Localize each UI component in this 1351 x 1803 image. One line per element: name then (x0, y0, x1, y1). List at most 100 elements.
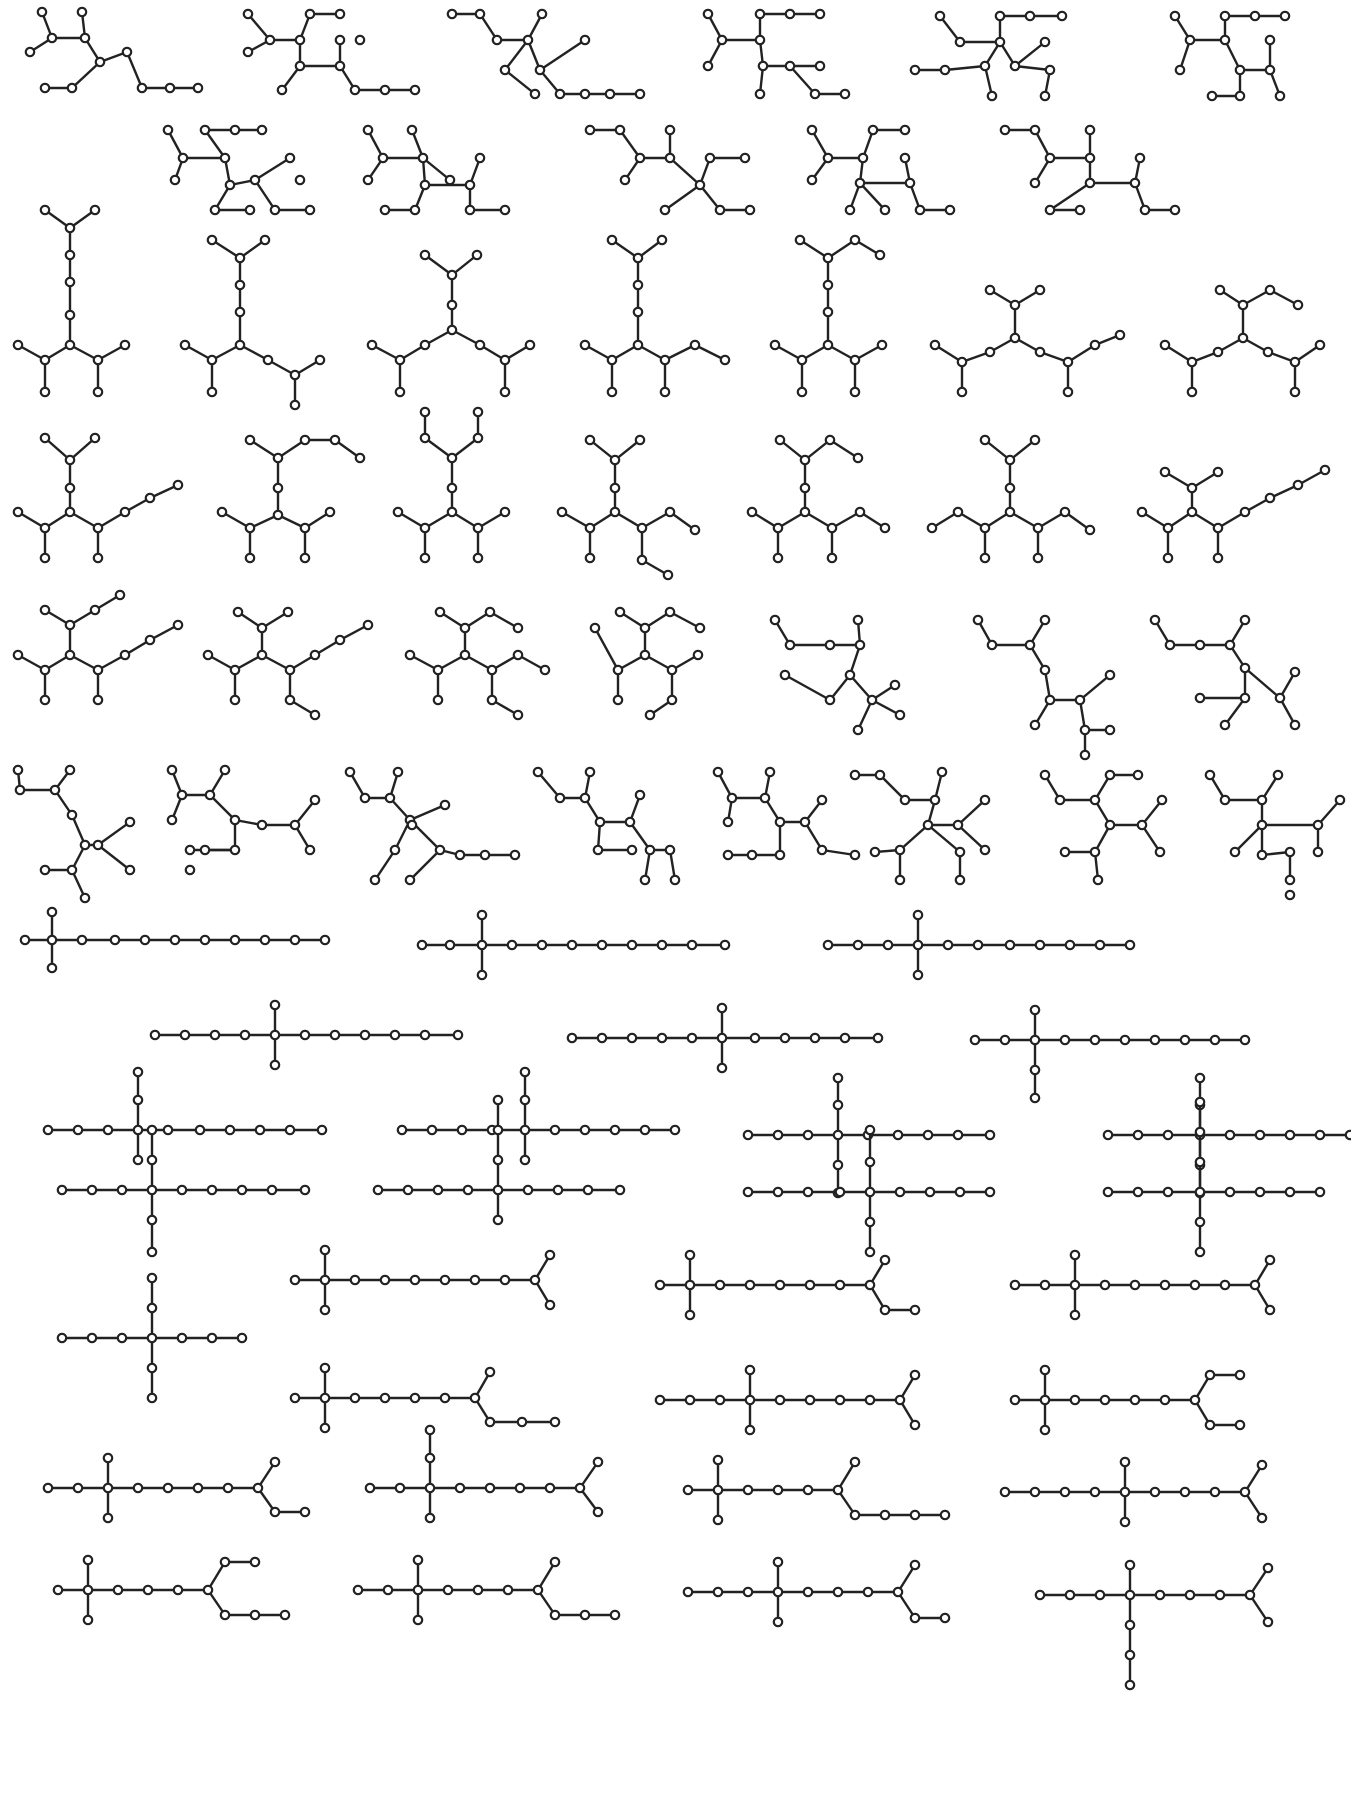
tree-node (1119, 1456, 1131, 1468)
tree-node (584, 434, 596, 446)
tree-node (454, 849, 466, 861)
tree-r5-3 (404, 606, 551, 721)
tree-node (476, 939, 488, 951)
tree-node (192, 82, 204, 94)
tree-node (584, 552, 596, 564)
tree-node (404, 649, 416, 661)
tree-node (509, 849, 521, 861)
tree-node (176, 1184, 188, 1196)
tree-edge (488, 610, 520, 630)
tree-r3-2 (179, 234, 326, 411)
tree-node (1234, 64, 1246, 76)
tree-node (796, 386, 808, 398)
tree-node (484, 1416, 496, 1428)
tree-node (459, 622, 471, 634)
tree-edge (1248, 1593, 1270, 1624)
tree-node (486, 664, 498, 676)
tree-node (1089, 846, 1101, 858)
tree-node (206, 1332, 218, 1344)
tree-node (206, 386, 218, 398)
tree-node (779, 669, 791, 681)
tree-node (1089, 339, 1101, 351)
tree-edge (830, 510, 862, 530)
tree-node (1274, 90, 1286, 102)
tree-node (1292, 299, 1304, 311)
tree-node (879, 204, 891, 216)
tree-node (544, 1249, 556, 1261)
tree-node (1279, 10, 1291, 22)
tree-node (839, 88, 851, 100)
tree-node (942, 939, 954, 951)
tree-node (12, 339, 24, 351)
tree-node (1292, 479, 1304, 491)
tree-node (999, 1486, 1011, 1498)
tree-node (539, 664, 551, 676)
tree-node (439, 1274, 451, 1286)
tree-node (472, 552, 484, 564)
tree-r4-5 (746, 434, 891, 564)
tree-node (176, 1332, 188, 1344)
tree-node (389, 1029, 401, 1041)
tree-node (36, 6, 48, 18)
tree-node (434, 606, 446, 618)
tree-node (419, 406, 431, 418)
tree-node (1224, 1129, 1236, 1141)
tree-node (424, 1482, 436, 1494)
tree-node (249, 1609, 261, 1621)
tree-edge (938, 14, 962, 44)
tree-node (202, 649, 214, 661)
tree-node (1069, 1309, 1081, 1321)
tree-node (76, 6, 88, 18)
tree-node (146, 1154, 158, 1166)
tree-edge (663, 183, 702, 212)
tree-node (1254, 1129, 1266, 1141)
tree-node (774, 1394, 786, 1406)
tree-node (1256, 1459, 1268, 1471)
tree-node (469, 1274, 481, 1286)
tree-node (1029, 1064, 1041, 1076)
tree-node (654, 1279, 666, 1291)
tree-edge (96, 820, 132, 847)
tree-node (802, 1186, 814, 1198)
tree-edge (560, 510, 592, 530)
tree-node (769, 339, 781, 351)
tree-node (499, 354, 511, 366)
tree-node (224, 1124, 236, 1136)
tree-node (1004, 939, 1016, 951)
tree-node (419, 1029, 431, 1041)
tree-node (1124, 1559, 1136, 1571)
tree-node (822, 339, 834, 351)
tree-node (1009, 332, 1021, 344)
tree-node (566, 939, 578, 951)
tree-r3-3 (366, 249, 536, 398)
tree-node (774, 849, 786, 861)
tree-node (614, 124, 626, 136)
tree-r6-6 (849, 766, 991, 886)
tree-node (1032, 522, 1044, 534)
tree-node (409, 204, 421, 216)
tree-edge (246, 12, 272, 42)
tree-node (162, 1482, 174, 1494)
tree-node (1234, 1419, 1246, 1431)
tree-node (146, 1272, 158, 1284)
tree-node (864, 1394, 876, 1406)
tree-node (876, 339, 888, 351)
tree-node (794, 234, 806, 246)
tree-node (1034, 346, 1046, 358)
tree-node (1162, 552, 1174, 564)
tree-node (309, 709, 321, 721)
tree-node (1029, 124, 1041, 136)
tree-node (24, 46, 36, 58)
tree-node (712, 1586, 724, 1598)
tree-r6-1 (12, 764, 136, 904)
tree-node (39, 664, 51, 676)
tree-node (484, 606, 496, 618)
tree-node (1032, 552, 1044, 564)
tree-node (899, 124, 911, 136)
tree-node (849, 386, 861, 398)
tree-node (362, 124, 374, 136)
tree-r4-6 (926, 434, 1096, 564)
tree-node (202, 1584, 214, 1596)
tree-node (404, 874, 416, 886)
tree-node (1186, 482, 1198, 494)
